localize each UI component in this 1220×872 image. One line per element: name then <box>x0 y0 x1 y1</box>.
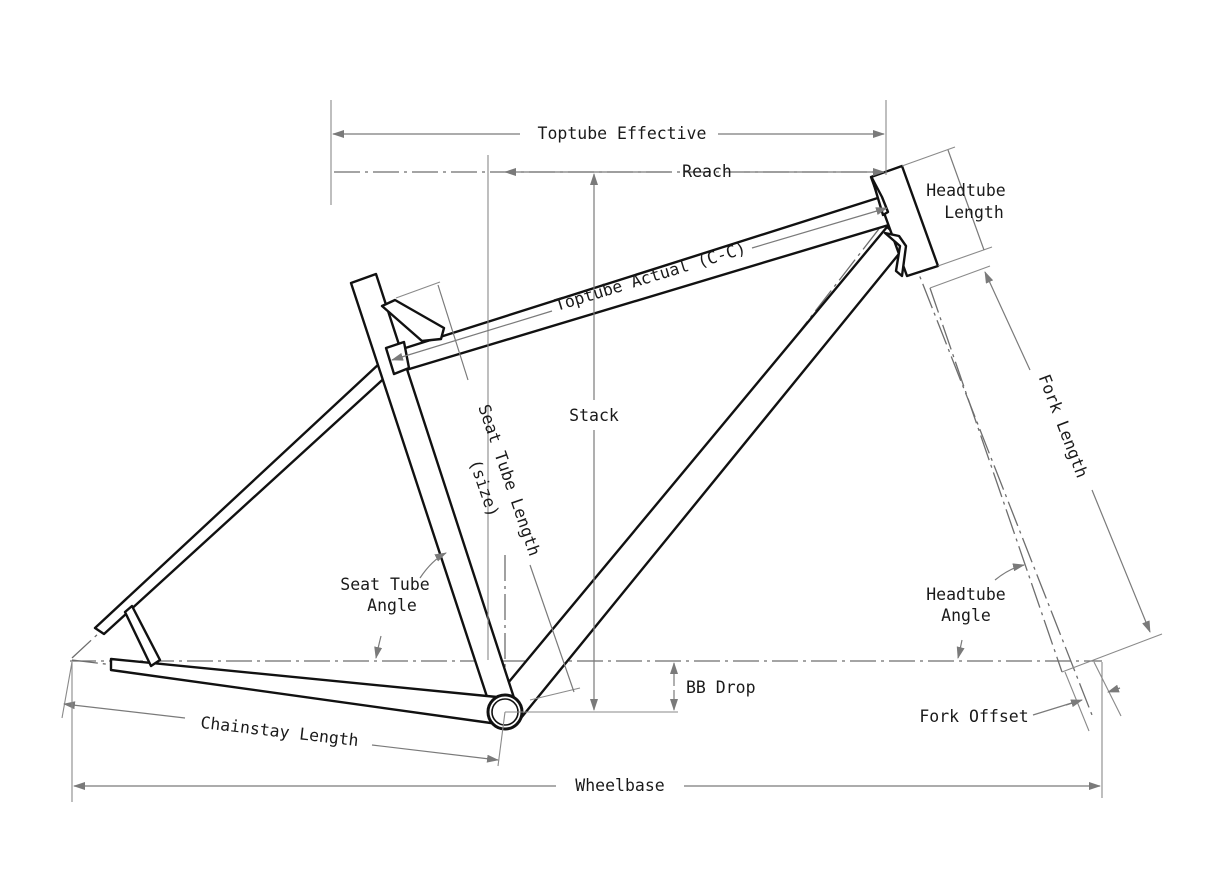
headtube-length-label-line2: Length <box>944 203 1004 222</box>
fork-offset-dim-b <box>1107 684 1121 693</box>
headtube-angle-arc-lower <box>956 639 965 659</box>
seat-tube-angle-arc-lower <box>374 635 383 659</box>
fork-length-ext-bottom <box>1061 633 1163 673</box>
headtube-angle-label-line2: Angle <box>941 606 991 625</box>
stack-label: Stack <box>569 406 619 425</box>
seat-tube-length-dim-bottom <box>529 564 575 693</box>
reach-label: Reach <box>682 162 732 181</box>
headtube-length-ext-bottom <box>937 246 993 267</box>
headtube-lower-gusset <box>883 231 908 278</box>
chainstay-ext-left <box>61 661 73 719</box>
seat-tube-length-ext-top <box>395 281 441 299</box>
chainstay-dim-right <box>371 744 499 763</box>
seat-tube-length-ext-bottom <box>529 687 581 701</box>
chainstay-tube <box>109 657 500 726</box>
toptube-actual-dim-right <box>751 207 888 249</box>
chainstay-dim-left <box>63 701 186 719</box>
headtube-angle-label-line1: Headtube <box>926 585 1005 604</box>
dimensions <box>61 100 1163 802</box>
bike-frame <box>93 164 940 731</box>
bb-drop-label: BB Drop <box>686 678 756 697</box>
headtube-length-ext-top <box>901 146 956 167</box>
headtube-angle-arc <box>994 563 1025 581</box>
seat-tube-angle-label-line2: Angle <box>367 596 417 615</box>
seat-tube-length-dim-top <box>437 284 469 381</box>
wheelbase-label: Wheelbase <box>575 776 664 795</box>
chainstay-length-label: Chainstay Length <box>200 713 360 750</box>
chainstay-ext-right <box>497 711 506 767</box>
fork-length-label: Fork Length <box>1035 372 1092 481</box>
toptube-effective-label: Toptube Effective <box>538 124 707 143</box>
seat-tube-angle-label-line1: Seat Tube <box>340 575 429 594</box>
fork-length-dim-top <box>984 271 1031 371</box>
fork-length-ext-top <box>929 265 991 289</box>
seat-tube-angle-arc <box>419 552 447 579</box>
headtube-length-label-line1: Headtube <box>926 181 1005 200</box>
fork-offset-dim-a <box>1065 699 1083 708</box>
fork-centerline <box>929 287 1063 673</box>
rear-dropout <box>123 604 162 668</box>
fork-offset-label: Fork Offset <box>919 707 1028 726</box>
seat-gusset <box>380 298 446 343</box>
headtube-length-dim <box>947 149 985 251</box>
toptube-actual-dim-left <box>391 310 553 361</box>
fork-length-dim-bottom <box>1091 489 1151 633</box>
